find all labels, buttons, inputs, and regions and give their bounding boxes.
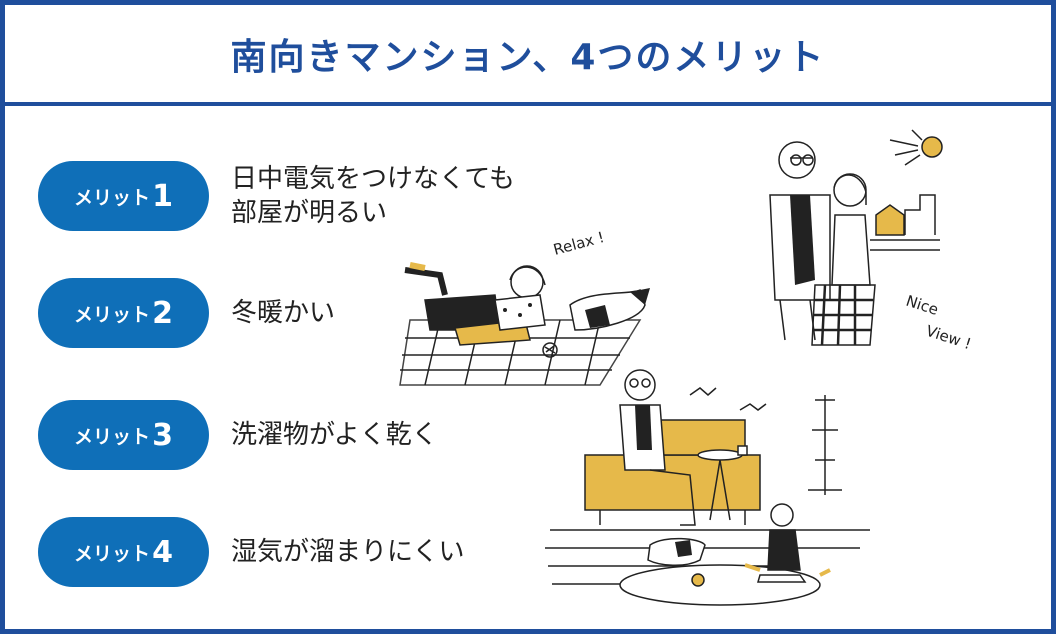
merit-text-line: 洗濯物がよく乾く xyxy=(231,420,438,450)
window-rail xyxy=(870,239,940,251)
merit-badge-label: メリット xyxy=(74,186,151,209)
merit-badge-number: 2 xyxy=(152,295,173,331)
merit-badge-number: 3 xyxy=(152,417,173,453)
merit-badge-number: 1 xyxy=(152,178,173,214)
house-icon xyxy=(875,204,905,236)
merit-text-line: 湿気が溜まりにくい xyxy=(231,537,465,567)
nice-label: Nice xyxy=(904,292,941,319)
relaxing-girl-illustration: Relax ! xyxy=(399,228,650,386)
merit-badge-label: メリット xyxy=(74,425,151,448)
merit-description-4: 湿気が溜まりにくい xyxy=(231,535,464,569)
merit-badge-1: メリット 1 xyxy=(38,161,209,231)
sofa xyxy=(584,454,761,511)
merit-text-line: 冬暖かい xyxy=(231,298,336,328)
merit-badge-number: 4 xyxy=(152,534,173,570)
girl-legs xyxy=(404,267,448,296)
woman-shirt xyxy=(831,214,871,286)
merit-badge-label: メリット xyxy=(74,542,151,565)
yarn-ball xyxy=(542,342,558,358)
merit-item-2: メリット 2 冬暖かい xyxy=(38,278,335,348)
merit-badge-3: メリット 3 xyxy=(38,400,209,470)
girl-socks xyxy=(409,262,426,271)
merit-item-1: メリット 1 日中電気をつけなくても 部屋が明るい xyxy=(38,161,515,231)
couple-view-illustration: Nice View ! xyxy=(769,129,974,353)
merit-badge-label: メリット xyxy=(74,303,151,326)
girl-seated-body xyxy=(767,529,801,571)
merit-text-line: 日中電気をつけなくても xyxy=(231,164,515,194)
view-label: View ! xyxy=(924,322,974,353)
sun-rays-lines xyxy=(689,387,767,411)
man-legs xyxy=(649,469,696,526)
girl-seated-head xyxy=(770,503,794,527)
header-bar: 南向きマンション、4つのメリット xyxy=(5,5,1051,106)
merit-description-2: 冬暖かい xyxy=(231,296,335,330)
living-room-illustration xyxy=(545,369,870,606)
cat-lying xyxy=(647,537,706,566)
side-table xyxy=(697,449,743,461)
merit-text-line: 部屋が明るい xyxy=(231,198,388,228)
page-title: 南向きマンション、4つのメリット xyxy=(230,36,826,78)
merit-item-4: メリット 4 湿気が溜まりにくい xyxy=(38,517,464,587)
merit-badge-2: メリット 2 xyxy=(38,278,209,348)
man-head xyxy=(778,141,816,179)
relax-label: Relax ! xyxy=(551,228,606,259)
merit-item-3: メリット 3 洗濯物がよく乾く xyxy=(38,400,438,470)
merit-description-3: 洗濯物がよく乾く xyxy=(231,418,438,452)
sun-icon xyxy=(921,136,943,158)
merit-badge-4: メリット 4 xyxy=(38,517,209,587)
rug xyxy=(619,564,821,606)
girl-shirt xyxy=(494,294,546,331)
merit-description-1: 日中電気をつけなくても 部屋が明るい xyxy=(231,162,515,230)
man-seated-head xyxy=(624,369,656,401)
buildings xyxy=(904,194,936,235)
cat-tower xyxy=(808,395,842,495)
yarn-ball-2 xyxy=(691,573,705,587)
